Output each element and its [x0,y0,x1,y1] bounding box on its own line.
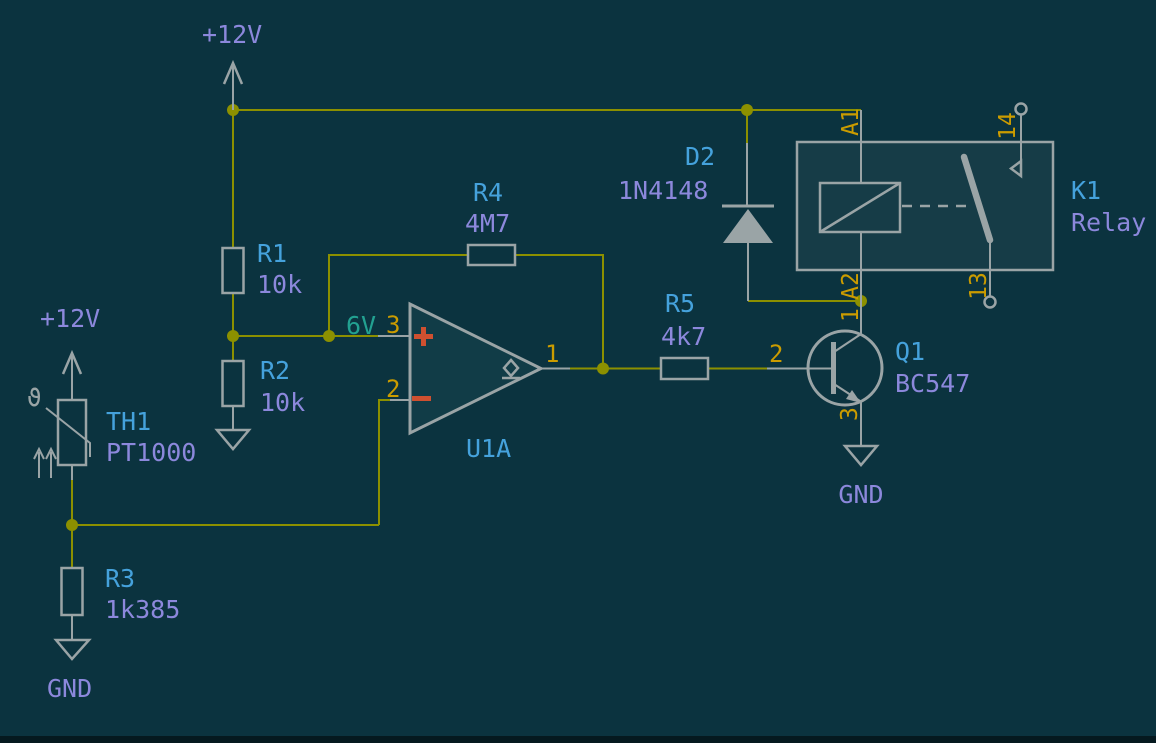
k1-value[interactable]: Relay [1071,208,1146,237]
gnd-triangle-icon [53,638,92,661]
r1-value[interactable]: 10k [257,270,302,299]
transistor-base-bar [831,342,836,394]
thermistor-th1[interactable]: ϑ TH1 PT1000 [27,384,196,480]
power-label-12v[interactable]: +12V [40,304,100,333]
wire-inverting-input[interactable] [378,399,392,525]
resistor-body [221,359,245,408]
gnd-symbol-r2[interactable] [214,428,252,451]
resistor-r4[interactable]: R4 4M7 [465,178,517,267]
relay-pin-a1-name: A1 [838,108,864,136]
power-arrow-icon [222,59,244,85]
canvas-bottom-edge [0,736,1156,743]
resistor-body [221,246,245,295]
r1-reference[interactable]: R1 [257,239,287,268]
relay-no-contact-marker [1008,158,1023,179]
gnd-triangle-icon [842,444,880,467]
k1-reference[interactable]: K1 [1071,176,1101,205]
relay-pin-14-name: 14 [995,112,1021,140]
junction-dot[interactable] [227,330,239,342]
resistor-body [60,566,84,617]
r3-reference[interactable]: R3 [105,564,135,593]
q1-value[interactable]: BC547 [895,369,970,398]
opamp-u1a[interactable]: 3 2 1 U1A [378,301,570,463]
transistor-q1[interactable]: 1 2 3 Q1 BC547 [769,301,970,446]
minus-input-marker [412,396,431,401]
r5-value[interactable]: 4k7 [661,322,706,351]
junction-dot[interactable] [741,104,753,116]
opamp-pin2-number: 2 [386,375,400,403]
opamp-pin1-number: 1 [545,340,559,368]
q1-pin3-number: 3 [837,407,863,421]
power-arrow-icon [61,349,83,375]
power-flag-12v-sensor[interactable]: +12V [40,304,100,400]
r2-reference[interactable]: R2 [260,356,290,385]
r4-reference[interactable]: R4 [473,178,503,207]
relay-terminal-14 [1014,102,1028,116]
d2-value[interactable]: 1N4148 [618,176,708,205]
opamp-output-marker-icon [502,358,520,380]
junction-dot[interactable] [323,330,335,342]
junction-dot[interactable] [597,362,609,375]
relay-contact-arm [960,153,994,244]
relay-pin-a2-name: A2 [838,272,864,300]
resistor-r2[interactable]: R2 10k [221,356,306,430]
gnd-symbol-q1[interactable]: GND [838,444,884,509]
junction-dots [66,104,867,531]
net-label-6v[interactable]: 6V [346,311,376,340]
resistor-r5[interactable]: R5 4k7 [659,289,833,381]
wire-r4-right-to-output[interactable] [515,254,604,369]
relay-coil-diagonal [819,181,901,234]
r3-value[interactable]: 1k385 [105,595,180,624]
q1-pin2-number: 2 [769,340,783,368]
th1-value[interactable]: PT1000 [106,438,196,467]
temperature-arrows-icon [33,446,57,478]
gnd-label[interactable]: GND [47,674,92,703]
resistor-body [466,243,517,267]
relay-k1[interactable]: A1 A2 14 13 K1 Relay [795,102,1146,309]
thermistor-strike-line [45,407,91,457]
diode-anode-triangle [723,209,773,243]
resistor-r1[interactable]: R1 10k [221,239,303,299]
r4-value[interactable]: 4M7 [465,209,510,238]
resistor-r3[interactable]: R3 1k385 [60,564,181,640]
diode-d2[interactable]: D2 1N4148 [618,142,774,301]
theta-icon: ϑ [27,384,41,412]
th1-reference[interactable]: TH1 [106,407,151,436]
thermistor-body [56,398,88,467]
u1a-reference[interactable]: U1A [466,434,511,463]
power-flag-12v-top[interactable]: +12V [202,20,262,110]
plus-input-marker [414,327,433,346]
relay-pin-13-name: 13 [966,272,992,300]
gnd-symbol-r3[interactable]: GND [47,638,92,703]
transistor-collector-diag [833,333,862,353]
opamp-pin3-number: 3 [386,311,400,339]
q1-pin1-number: 1 [838,308,864,322]
transistor-emitter-arrow-icon [846,390,861,403]
power-label-12v[interactable]: +12V [202,20,262,49]
r2-value[interactable]: 10k [260,388,305,417]
d2-reference[interactable]: D2 [685,142,715,171]
relay-terminal-13 [983,295,997,309]
opamp-triangle [408,301,545,436]
r5-reference[interactable]: R5 [665,289,695,318]
q1-reference[interactable]: Q1 [895,337,925,366]
transistor-circle [806,329,884,407]
junction-dot[interactable] [66,519,78,531]
gnd-triangle-icon [214,428,252,451]
wire-node-to-r4-left[interactable] [328,254,468,336]
gnd-label[interactable]: GND [838,480,883,509]
resistor-body [659,356,710,381]
